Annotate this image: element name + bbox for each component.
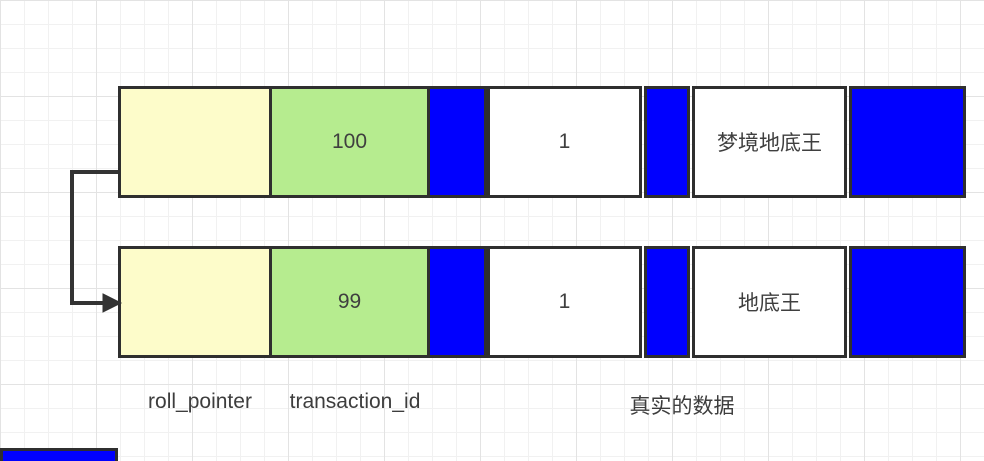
separator-cell <box>644 86 690 198</box>
row-data-cell: 地底王 <box>692 246 847 358</box>
real-data-label: 真实的数据 <box>629 395 735 418</box>
row-data-cell: 梦境地底王 <box>692 86 847 198</box>
separator-cell <box>644 246 690 358</box>
separator-cell <box>427 246 487 358</box>
transaction-id-value: 100 <box>331 130 368 153</box>
transaction-id-value: 99 <box>337 290 362 313</box>
row-id-value: 1 <box>558 290 571 313</box>
row-data-value: 梦境地底王 <box>717 132 822 155</box>
transaction-id-cell: 99 <box>269 246 430 358</box>
row-id-cell: 1 <box>487 246 642 358</box>
row-id-value: 1 <box>558 130 571 153</box>
transaction-id-label: transaction_id <box>289 390 421 413</box>
roll-pointer-cell <box>118 246 272 358</box>
roll-pointer-cell <box>118 86 272 198</box>
roll-pointer-label: roll_pointer <box>148 390 252 413</box>
transaction-id-cell: 100 <box>269 86 430 198</box>
separator-cell <box>427 86 487 198</box>
partial-blue-shape <box>0 448 118 461</box>
separator-cell <box>849 86 966 198</box>
row-id-cell: 1 <box>487 86 642 198</box>
row-data-value: 地底王 <box>738 292 801 315</box>
separator-cell <box>849 246 966 358</box>
